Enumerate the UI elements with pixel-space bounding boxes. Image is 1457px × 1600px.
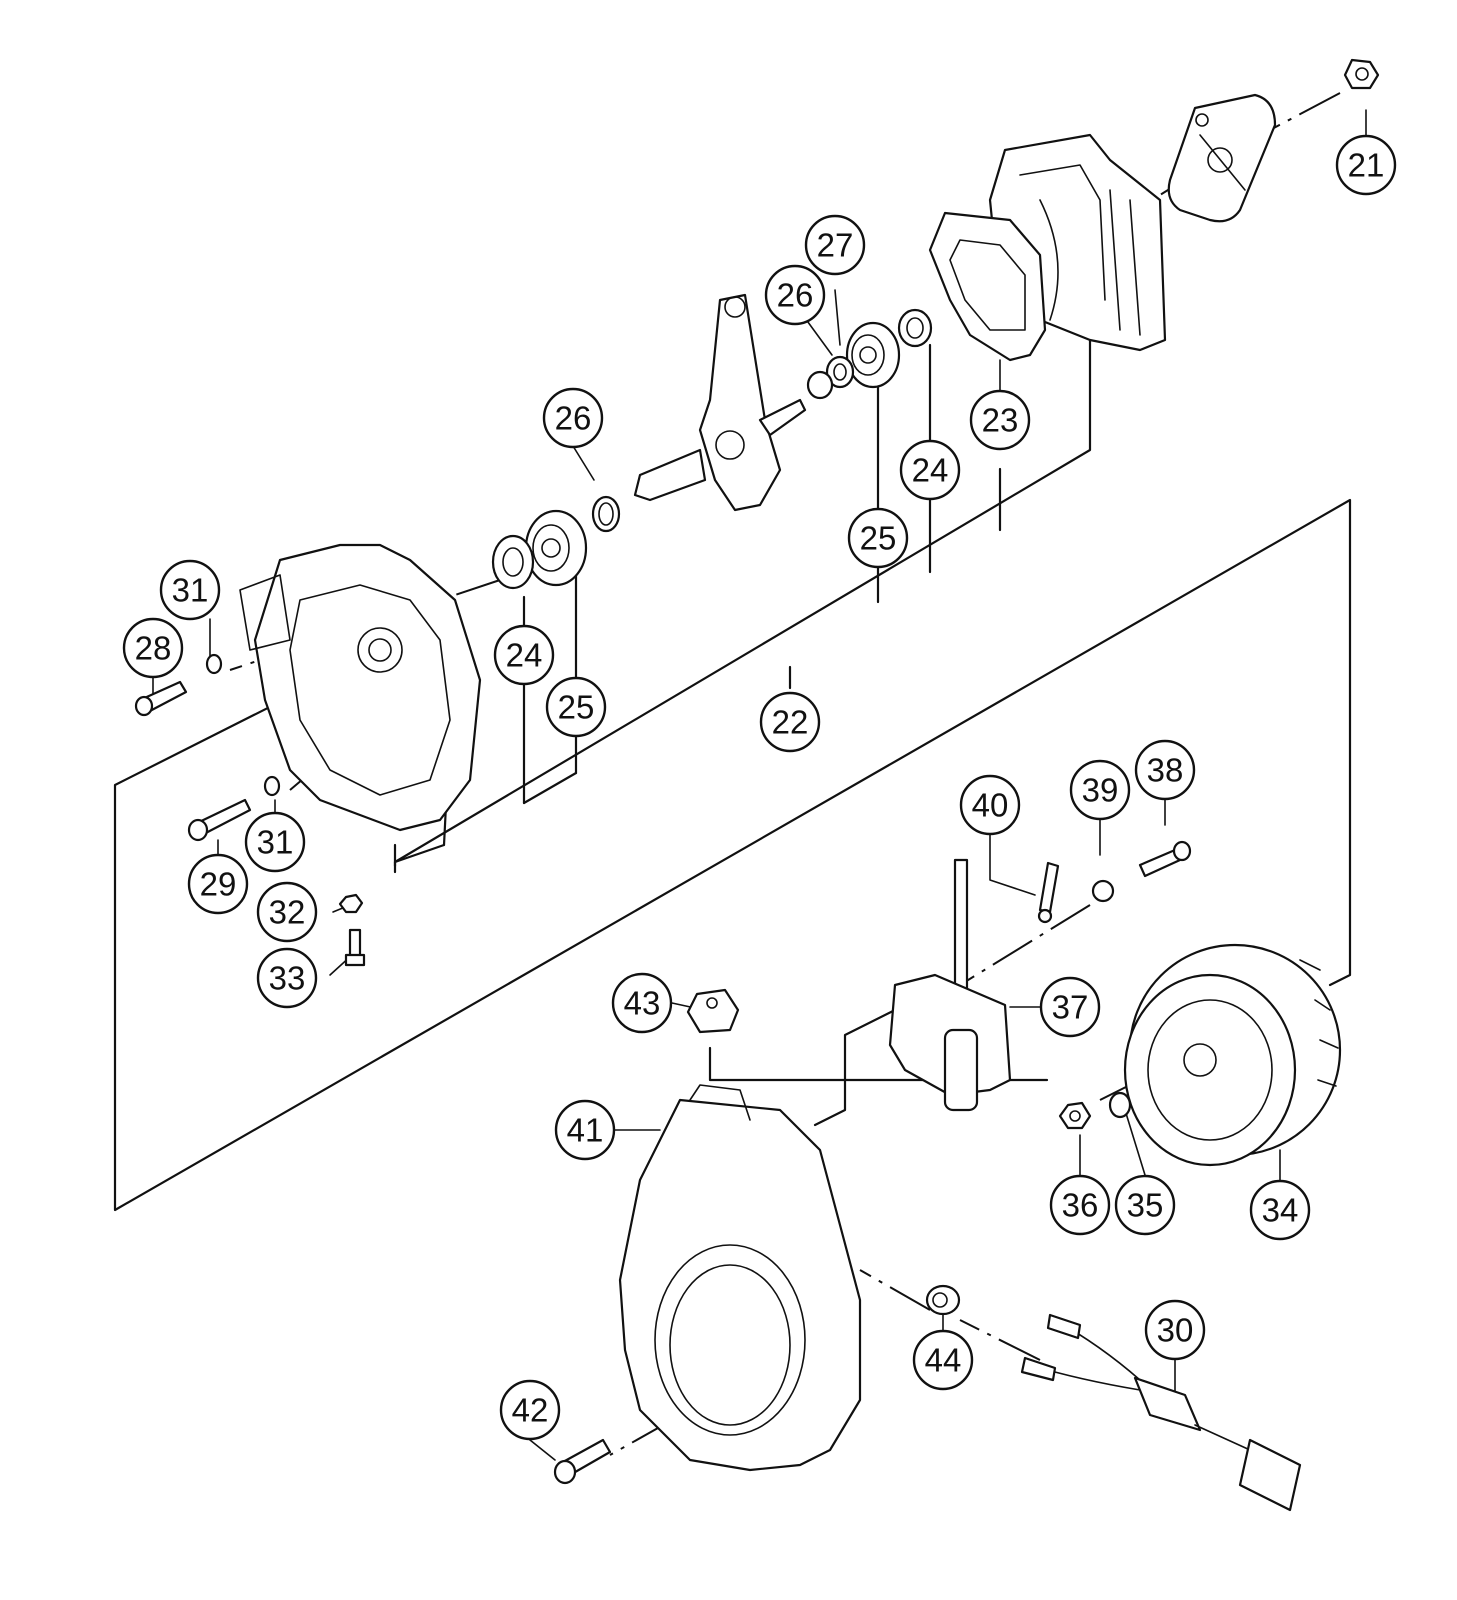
washer-35-icon	[1108, 1091, 1132, 1119]
fan-housing-icon	[618, 1084, 862, 1472]
callout-25-top: 25	[847, 507, 909, 569]
washer-39-icon	[1091, 879, 1115, 903]
callout-37: 37	[1039, 976, 1101, 1038]
callout-44: 44	[912, 1329, 974, 1391]
svg-text:25: 25	[558, 689, 595, 726]
svg-text:30: 30	[1157, 1312, 1194, 1349]
svg-text:32: 32	[269, 894, 306, 931]
callout-27: 27	[804, 214, 866, 276]
nut-21-icon	[1343, 58, 1380, 90]
callout-31-top: 31	[159, 559, 221, 621]
callout-24-top: 24	[899, 439, 961, 501]
svg-text:41: 41	[567, 1112, 604, 1149]
callout-24-left: 24	[493, 624, 555, 686]
svg-text:29: 29	[200, 866, 237, 903]
washer-31a-icon	[205, 653, 223, 675]
crankshaft-icon	[633, 293, 807, 512]
callout-31-bottom: 31	[244, 811, 306, 873]
svg-text:31: 31	[172, 572, 209, 609]
callout-32: 32	[256, 881, 318, 943]
callout-25-left: 25	[545, 676, 607, 738]
callout-35: 35	[1114, 1174, 1176, 1236]
callout-26-top: 26	[764, 264, 826, 326]
svg-text:21: 21	[1348, 147, 1385, 184]
callout-36: 36	[1049, 1174, 1111, 1236]
svg-text:28: 28	[135, 630, 172, 667]
callout-42: 42	[499, 1379, 561, 1441]
callout-23: 23	[969, 389, 1031, 451]
callout-38: 38	[1134, 739, 1196, 801]
seal-ring-24-top-icon	[897, 308, 933, 348]
svg-text:36: 36	[1062, 1187, 1099, 1224]
svg-text:25: 25	[860, 520, 897, 557]
bolt-28-icon	[134, 680, 188, 717]
grommet-43-icon	[686, 988, 740, 1034]
callout-26-left: 26	[542, 387, 604, 449]
svg-text:44: 44	[925, 1342, 962, 1379]
bolt-38-icon	[1138, 840, 1192, 878]
gasket-icon	[928, 211, 1047, 362]
svg-text:42: 42	[512, 1392, 549, 1429]
svg-text:43: 43	[624, 985, 661, 1022]
callout-22: 22	[759, 691, 821, 753]
callouts: 21 27 26 26 23 24 25 31 28 24 25 22 31 2…	[122, 134, 1397, 1441]
callout-33: 33	[256, 947, 318, 1009]
svg-text:26: 26	[777, 277, 814, 314]
bearing-25-top-icon	[845, 321, 901, 389]
svg-text:37: 37	[1052, 989, 1089, 1026]
svg-text:35: 35	[1127, 1187, 1164, 1224]
callout-30: 30	[1144, 1299, 1206, 1361]
parts	[134, 58, 1380, 1512]
svg-text:34: 34	[1262, 1192, 1299, 1229]
bolt-33-icon	[344, 928, 366, 967]
svg-text:31: 31	[257, 824, 294, 861]
svg-text:40: 40	[972, 787, 1009, 824]
svg-text:39: 39	[1082, 772, 1119, 809]
callout-29: 29	[187, 853, 249, 915]
cylinder-cover-icon	[1167, 93, 1277, 223]
washer-26-icon	[591, 495, 621, 533]
crankcase-icon	[239, 543, 482, 832]
svg-text:26: 26	[555, 400, 592, 437]
grommet-44-icon	[925, 1284, 961, 1316]
callout-34: 34	[1249, 1179, 1311, 1241]
svg-text:38: 38	[1147, 752, 1184, 789]
svg-text:23: 23	[982, 402, 1019, 439]
washer-26-top-icon	[825, 355, 855, 389]
bolt-29-icon	[187, 798, 252, 842]
nut-36-icon	[1058, 1101, 1092, 1130]
key-40-icon	[1037, 861, 1060, 924]
callout-39: 39	[1069, 759, 1131, 821]
svg-text:24: 24	[912, 452, 949, 489]
wire-harness-icon	[1020, 1313, 1302, 1512]
ignition-coil-icon	[888, 858, 1012, 1112]
bearing-25-icon	[524, 509, 588, 587]
callout-41: 41	[554, 1099, 616, 1161]
callout-21: 21	[1335, 134, 1397, 196]
svg-text:22: 22	[772, 704, 809, 741]
nut-32-icon	[338, 893, 364, 914]
svg-text:27: 27	[817, 227, 854, 264]
flywheel-icon	[1123, 943, 1342, 1167]
callout-28: 28	[122, 617, 184, 679]
seal-24-icon	[491, 534, 535, 590]
washer-27-icon	[806, 370, 834, 400]
svg-text:33: 33	[269, 960, 306, 997]
callout-40: 40	[959, 774, 1021, 836]
washer-31b-icon	[263, 775, 281, 797]
callout-43: 43	[611, 972, 673, 1034]
svg-text:24: 24	[506, 637, 543, 674]
screw-42-icon	[553, 1438, 612, 1485]
